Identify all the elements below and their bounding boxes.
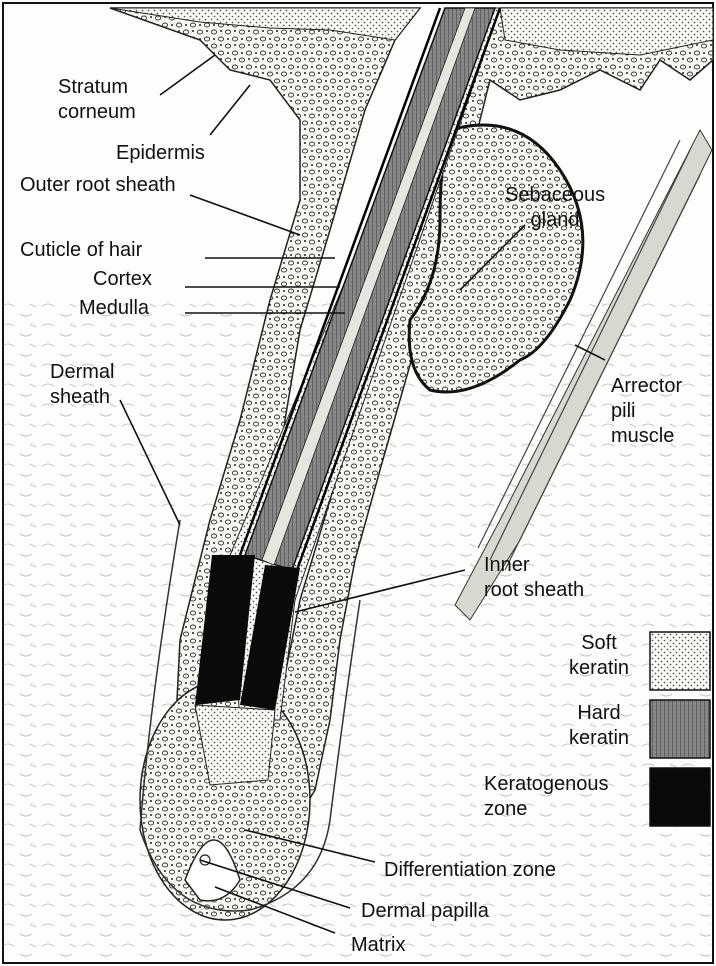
legend-hard-line1: Hard — [557, 701, 641, 726]
label-inner-root-sheath: Inner root sheath — [484, 553, 584, 603]
label-matrix: Matrix — [351, 933, 405, 958]
legend-hard-line2: keratin — [557, 726, 641, 751]
label-arrector-pili-line1: Arrector — [611, 374, 682, 399]
label-sebaceous-gland-line1: Sebaceous — [505, 183, 605, 208]
label-arrector-pili-line3: muscle — [611, 424, 682, 449]
legend-swatch-soft-keratin — [650, 632, 710, 690]
label-stratum-corneum-line1: Stratum — [58, 75, 136, 100]
label-dermal-sheath-line2: sheath — [50, 385, 114, 410]
label-dermal-sheath-line1: Dermal — [50, 360, 114, 385]
label-arrector-pili-line2: pili — [611, 399, 682, 424]
label-outer-root-sheath: Outer root sheath — [20, 173, 176, 198]
legend-keratogenous-line2: zone — [484, 797, 609, 822]
label-inner-root-sheath-line1: Inner — [484, 553, 584, 578]
label-sebaceous-gland-line2: gland — [505, 208, 605, 233]
label-dermal-sheath: Dermal sheath — [50, 360, 114, 410]
label-cuticle-of-hair: Cuticle of hair — [20, 238, 142, 263]
legend-soft-line1: Soft — [557, 631, 641, 656]
label-stratum-corneum-line2: corneum — [58, 100, 136, 125]
label-medulla: Medulla — [79, 296, 149, 321]
legend-soft-line2: keratin — [557, 656, 641, 681]
label-epidermis: Epidermis — [116, 141, 205, 166]
label-cortex: Cortex — [93, 267, 152, 292]
legend-swatch-hard-keratin — [650, 700, 710, 758]
legend-label-hard-keratin: Hard keratin — [557, 701, 641, 751]
legend-swatch-keratogenous-zone — [650, 768, 710, 826]
label-inner-root-sheath-line2: root sheath — [484, 578, 584, 603]
legend-keratogenous-line1: Keratogenous — [484, 772, 609, 797]
label-sebaceous-gland: Sebaceous gland — [505, 183, 605, 233]
label-differentiation-zone: Differentiation zone — [384, 858, 556, 883]
label-stratum-corneum: Stratum corneum — [58, 75, 136, 125]
label-dermal-papilla: Dermal papilla — [361, 899, 489, 924]
legend-label-soft-keratin: Soft keratin — [557, 631, 641, 681]
legend-label-keratogenous-zone: Keratogenous zone — [484, 772, 609, 822]
label-arrector-pili-muscle: Arrector pili muscle — [611, 374, 682, 449]
